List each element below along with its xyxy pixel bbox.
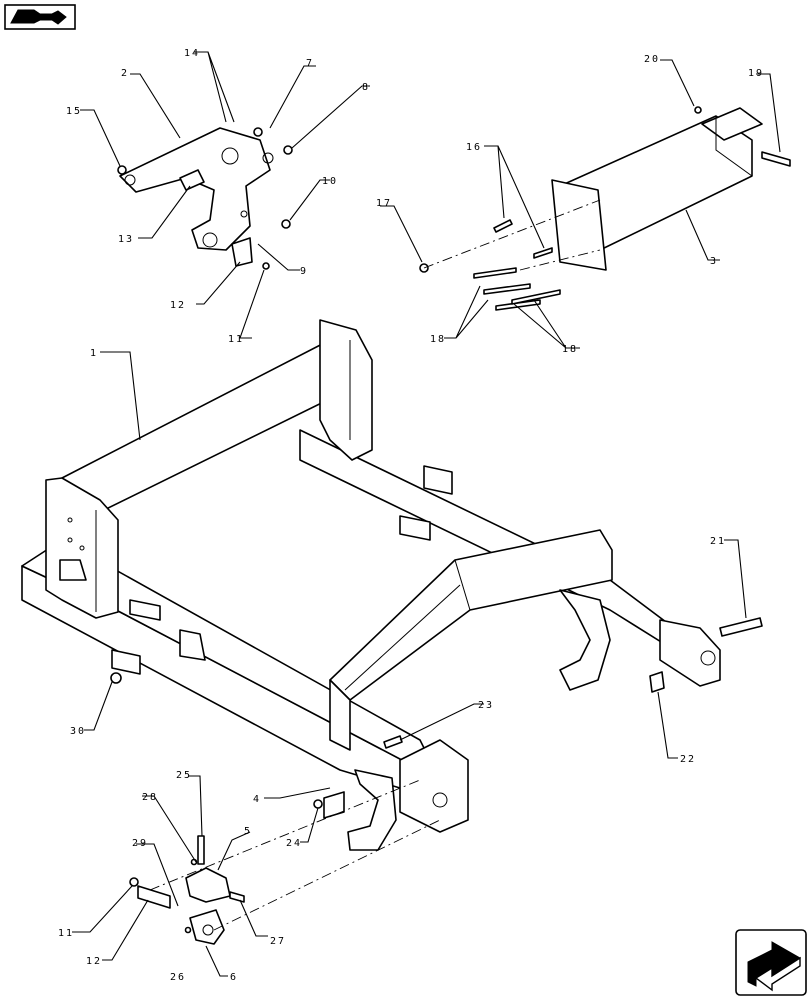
callout-labels: 1 2 3 4 5 6 7 8 9 10 11 11 12 12 13 14 1…: [58, 48, 764, 983]
callout-11-upper[interactable]: 11: [228, 334, 244, 345]
callout-26[interactable]: 26: [170, 972, 186, 983]
callout-3[interactable]: 3: [710, 256, 718, 267]
callout-23[interactable]: 23: [478, 700, 494, 711]
tongue-extension-part: [419, 106, 791, 311]
callout-12-lower[interactable]: 12: [86, 956, 102, 967]
callout-12-upper[interactable]: 12: [170, 300, 186, 311]
upper-bracket-part: [117, 127, 293, 270]
callout-17[interactable]: 17: [376, 198, 392, 209]
callout-19[interactable]: 19: [748, 68, 764, 79]
callout-15[interactable]: 15: [66, 106, 82, 117]
book-navigation-icon[interactable]: [4, 4, 76, 30]
callout-16[interactable]: 16: [466, 142, 482, 153]
callout-28[interactable]: 28: [142, 792, 158, 803]
callout-9[interactable]: 9: [300, 266, 308, 277]
callout-20[interactable]: 20: [644, 54, 660, 65]
callout-4[interactable]: 4: [253, 794, 261, 805]
callout-13[interactable]: 13: [118, 234, 134, 245]
callout-18-left[interactable]: 18: [430, 334, 446, 345]
callout-1[interactable]: 1: [90, 348, 98, 359]
callout-10[interactable]: 10: [322, 176, 338, 187]
callout-11-lower[interactable]: 11: [58, 928, 74, 939]
callout-30[interactable]: 30: [70, 726, 86, 737]
callout-24[interactable]: 24: [286, 838, 302, 849]
callout-8[interactable]: 8: [362, 82, 370, 93]
callout-22[interactable]: 22: [680, 754, 696, 765]
next-page-arrow-icon[interactable]: [735, 929, 807, 996]
callout-25[interactable]: 25: [176, 770, 192, 781]
front-hitch-small-parts: [110, 617, 763, 945]
callout-6[interactable]: 6: [230, 972, 238, 983]
callout-2[interactable]: 2: [121, 68, 129, 79]
callout-7[interactable]: 7: [306, 58, 314, 69]
callout-21[interactable]: 21: [710, 536, 726, 547]
callout-27[interactable]: 27: [270, 936, 286, 947]
callout-29[interactable]: 29: [132, 838, 148, 849]
callout-18-right[interactable]: 18: [562, 344, 578, 355]
callout-5[interactable]: 5: [244, 826, 252, 837]
main-frame-part: [21, 319, 721, 851]
callout-leader-lines: [72, 51, 781, 977]
callout-14[interactable]: 14: [184, 48, 200, 59]
